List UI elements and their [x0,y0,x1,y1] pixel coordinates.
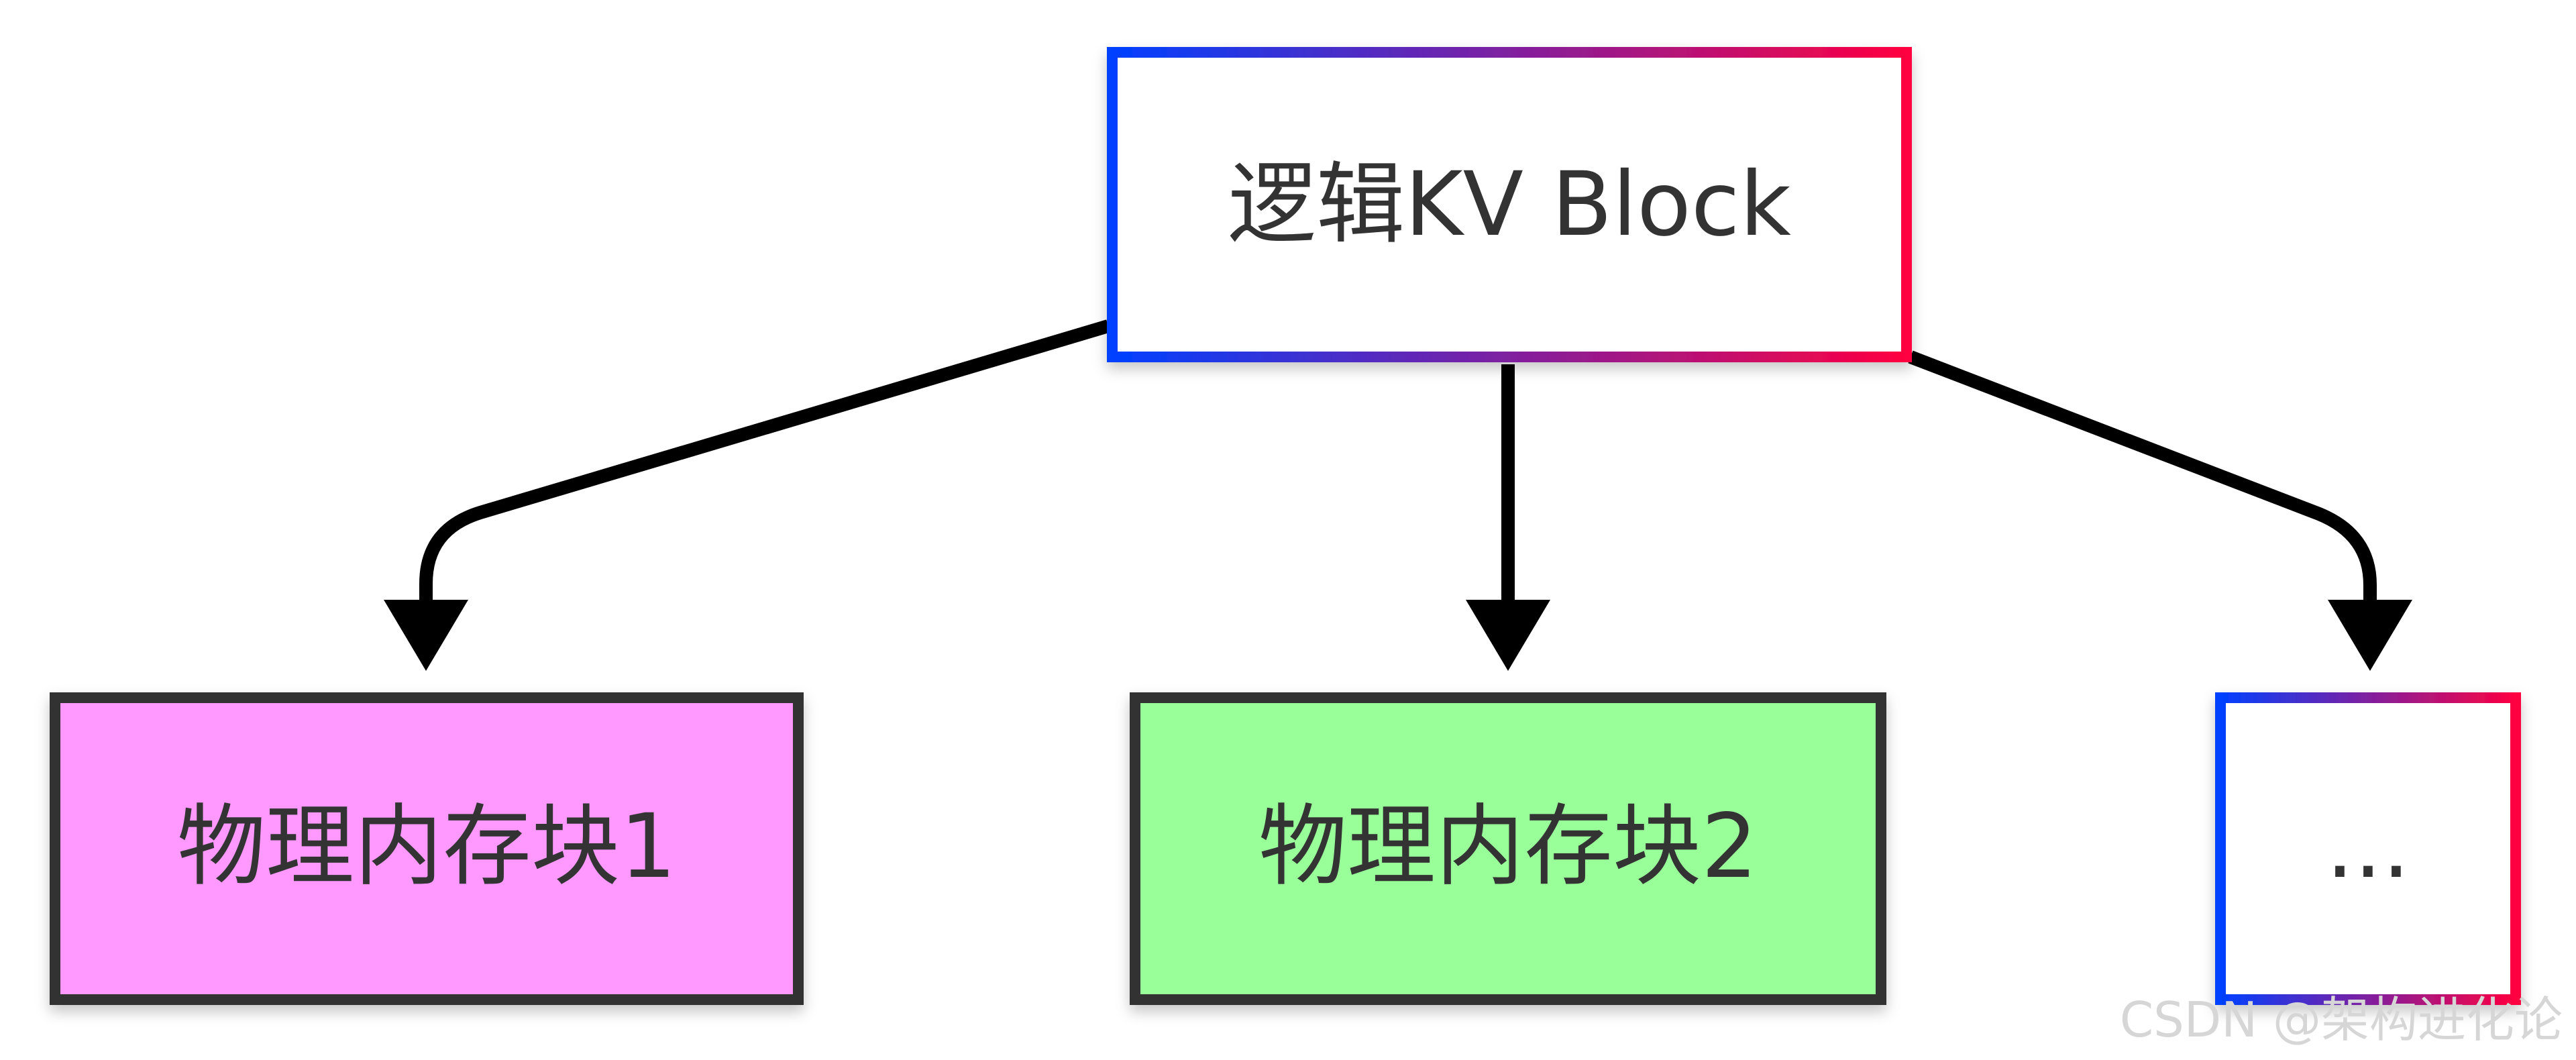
node-physical-block-2 [1130,692,1886,1005]
edge-logical-to-more [1908,350,2377,604]
node-logical-kv-block [1107,47,1912,362]
node-more [2215,692,2521,1005]
edges [419,319,2377,604]
node-physical-block-1 [50,692,804,1005]
node-physical-block-2-label: 物理内存块2 [1258,795,1758,898]
node-more-label: ... [2326,795,2410,898]
arrowheads [384,600,2412,671]
edge-logical-to-physical1 [419,319,1110,604]
arrowhead-more [2328,600,2412,671]
watermark: CSDN @架构进化论 [2120,992,2563,1048]
node-physical-block-1-label: 物理内存块1 [177,795,676,898]
arrowhead-physical1 [384,600,468,671]
node-logical-kv-block-label: 逻辑KV Block [1228,153,1791,256]
arrowhead-physical2 [1466,600,1550,671]
